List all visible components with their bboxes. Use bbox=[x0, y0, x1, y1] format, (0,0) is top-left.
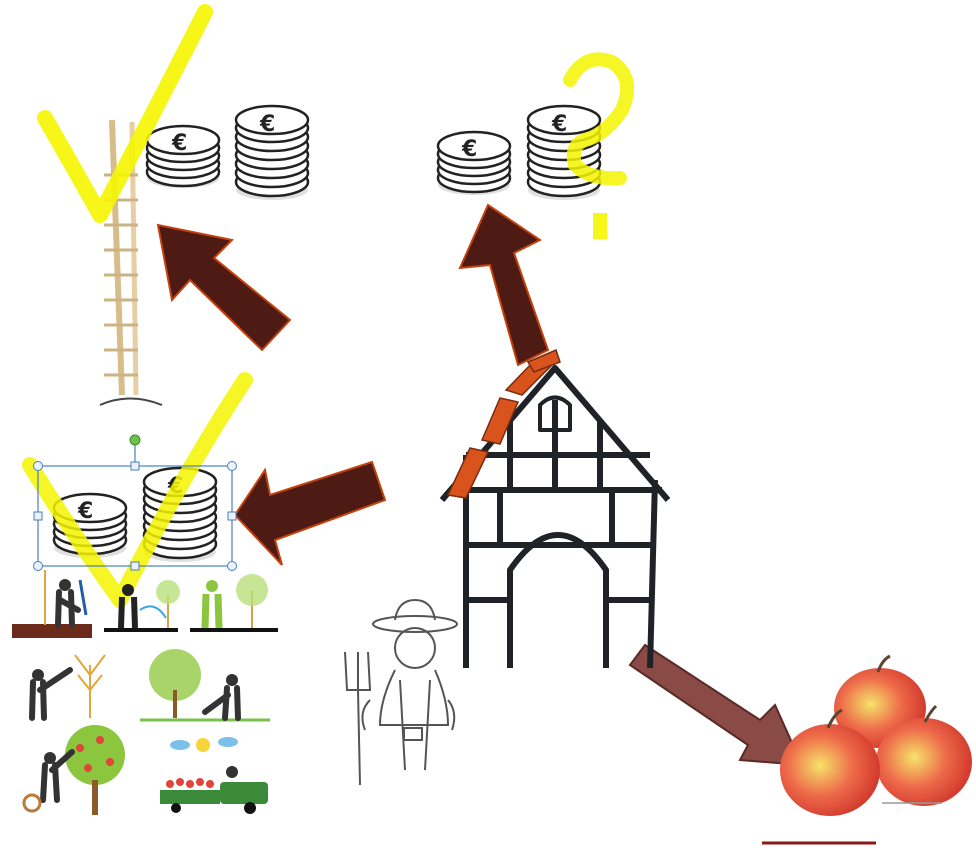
euro-symbol: € bbox=[259, 112, 275, 137]
orchard-work-pictograms bbox=[12, 570, 278, 815]
resize-handle-ne[interactable] bbox=[228, 462, 237, 471]
coin-stack-large-top-left: € bbox=[236, 106, 308, 200]
roof-tiles bbox=[448, 350, 560, 498]
resize-handle-s[interactable] bbox=[131, 562, 139, 570]
pruning-pictogram bbox=[32, 655, 105, 718]
planting-pictogram bbox=[12, 570, 92, 638]
half-timbered-house-icon bbox=[442, 368, 668, 668]
resize-handle-w[interactable] bbox=[34, 512, 42, 520]
arrow-to-ladder bbox=[158, 225, 290, 350]
coin-stack-small-top-left: € bbox=[147, 126, 219, 188]
resize-handle-se[interactable] bbox=[228, 562, 237, 571]
resize-handle-nw[interactable] bbox=[34, 462, 43, 471]
farmer-with-pitchfork-icon bbox=[345, 600, 457, 785]
euro-symbol: € bbox=[551, 112, 567, 137]
arrow-to-top-coins bbox=[460, 205, 548, 365]
rotate-handle[interactable] bbox=[130, 435, 140, 445]
coin-stack-large-top-right: € bbox=[528, 106, 600, 200]
resize-handle-sw[interactable] bbox=[34, 562, 43, 571]
raking-pictogram bbox=[140, 649, 270, 720]
euro-symbol: € bbox=[461, 137, 477, 162]
harvesting-pictogram bbox=[24, 725, 125, 815]
resize-handle-n[interactable] bbox=[131, 462, 139, 470]
arrow-to-apples bbox=[630, 645, 802, 765]
resize-handle-e[interactable] bbox=[228, 512, 236, 520]
coin-stack-small-top-right: € bbox=[438, 132, 510, 195]
transport-pictogram bbox=[160, 737, 268, 814]
euro-symbol: € bbox=[77, 499, 93, 524]
inspecting-pictogram bbox=[190, 574, 278, 630]
euro-symbol: € bbox=[171, 131, 187, 156]
apples-icon bbox=[762, 656, 972, 843]
arrow-to-left-coins bbox=[235, 462, 385, 565]
